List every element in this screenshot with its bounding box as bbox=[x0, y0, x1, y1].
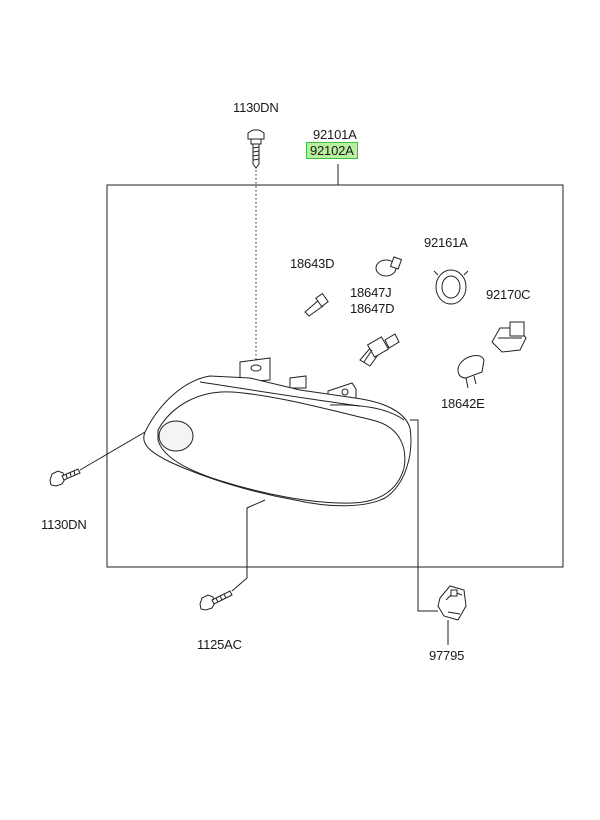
signal-bulb-icon bbox=[457, 355, 485, 389]
label-bulb-side: 18643D bbox=[290, 256, 335, 271]
side-bulb-icon bbox=[304, 292, 329, 317]
label-socket: 92161A bbox=[424, 235, 468, 250]
label-holder: 92170C bbox=[486, 287, 531, 302]
label-bulb-head-2: 18647D bbox=[350, 301, 395, 316]
label-connector: 97795 bbox=[429, 648, 465, 663]
label-bulb-signal: 18642E bbox=[441, 396, 485, 411]
label-housing-1: 92101A bbox=[313, 127, 357, 142]
bolt-left-icon bbox=[49, 468, 81, 487]
label-bolt-top: 1130DN bbox=[233, 100, 279, 115]
label-bolt-bottom: 1125AC bbox=[197, 637, 242, 652]
socket-ring-icon bbox=[433, 269, 469, 305]
small-bulb-icon bbox=[375, 256, 403, 277]
label-bolt-left: 1130DN bbox=[41, 517, 87, 532]
bulb-holder-icon bbox=[491, 321, 527, 353]
headlamp-housing-icon bbox=[143, 357, 412, 507]
label-bulb-head-1: 18647J bbox=[350, 285, 392, 300]
bolt-bottom-icon bbox=[199, 590, 233, 611]
connector-icon bbox=[437, 585, 467, 621]
bolt-top-icon bbox=[247, 129, 265, 169]
label-housing-2[interactable]: 92102A bbox=[306, 142, 358, 159]
halogen-bulb-icon bbox=[359, 333, 400, 367]
assembly-frame bbox=[106, 184, 564, 568]
